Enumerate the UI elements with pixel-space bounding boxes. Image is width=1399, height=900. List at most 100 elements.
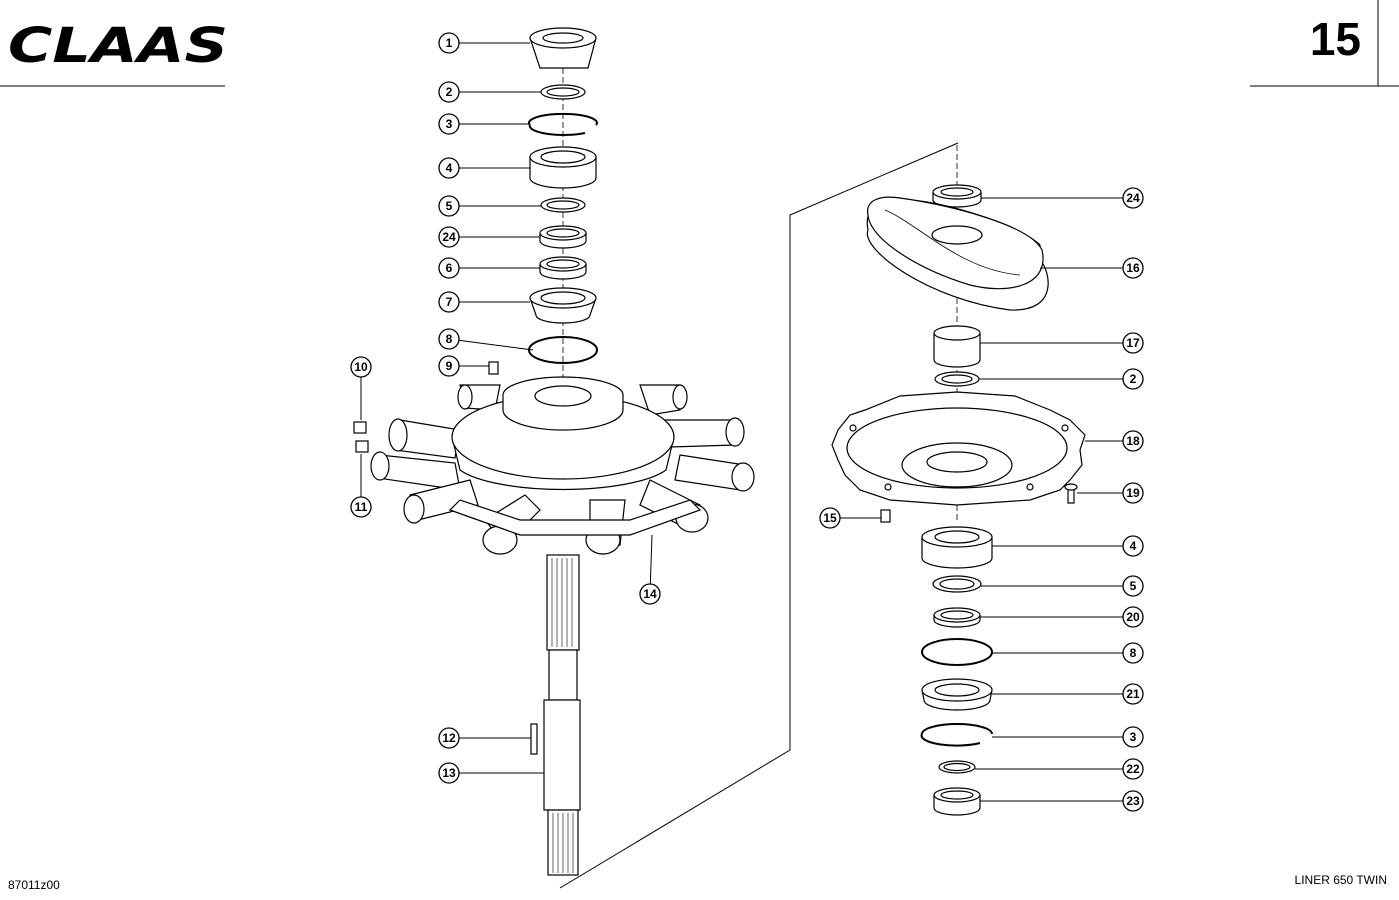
callout-circle xyxy=(819,507,841,529)
right-callout-16: 16 xyxy=(1040,257,1144,279)
right-callout-19: 19 xyxy=(1077,482,1144,504)
part-1-cap xyxy=(529,27,597,69)
callout-circle xyxy=(1122,535,1144,557)
right-callout-22: 22 xyxy=(975,758,1144,780)
right-callout-4: 4 xyxy=(992,535,1144,557)
part-3-circlip-right xyxy=(921,723,993,735)
callout-label: 3 xyxy=(1130,730,1137,744)
callout-label: 24 xyxy=(442,230,456,244)
left-callout-9: 9 xyxy=(438,355,489,377)
part-4-bearing xyxy=(529,146,597,189)
callout-circle xyxy=(1122,187,1144,209)
part-19-bolt xyxy=(1064,483,1078,504)
left-callout-13: 13 xyxy=(438,762,544,784)
callout-circle xyxy=(438,195,460,217)
right-callout-21: 21 xyxy=(992,683,1144,705)
right-callout-20: 20 xyxy=(980,606,1144,628)
right-callout-5: 5 xyxy=(981,575,1144,597)
callout-circle xyxy=(1122,642,1144,664)
part-16-cam xyxy=(866,196,1049,311)
part-24-ring-top xyxy=(932,184,982,208)
callout-label: 11 xyxy=(355,500,368,514)
left-callout-10: 10 xyxy=(350,356,372,420)
part-24-ring xyxy=(539,225,587,249)
callout-label: 4 xyxy=(1130,539,1137,553)
part-21-seal xyxy=(921,678,993,711)
callout-label: 4 xyxy=(446,161,453,175)
left-callout-14: 14 xyxy=(639,534,661,605)
callout-label: 7 xyxy=(446,295,453,309)
callout-label: 2 xyxy=(446,85,453,99)
callout-label: 12 xyxy=(442,731,456,745)
callout-label: 20 xyxy=(1126,610,1140,624)
callout-label: 8 xyxy=(446,332,453,346)
callout-label: 13 xyxy=(442,766,456,780)
callout-circle xyxy=(1122,683,1144,705)
callout-circle xyxy=(1122,758,1144,780)
callout-label: 3 xyxy=(446,117,453,131)
callout-circle xyxy=(350,356,372,378)
left-callout-8: 8 xyxy=(438,328,534,351)
left-callout-1: 1 xyxy=(438,32,530,54)
callout-circle xyxy=(438,727,460,749)
callout-label: 8 xyxy=(1130,646,1137,660)
callout-circle xyxy=(1122,368,1144,390)
claas-logo: CLAAS xyxy=(0,18,228,87)
callout-circle xyxy=(438,257,460,279)
callout-circle xyxy=(438,81,460,103)
callout-label: 17 xyxy=(1126,336,1140,350)
callout-label: 6 xyxy=(446,261,453,275)
right-callout-24: 24 xyxy=(981,187,1144,209)
part-8-oring xyxy=(528,336,598,364)
part-15-grub-screw xyxy=(880,509,891,523)
callout-label: 16 xyxy=(1126,261,1140,275)
left-callout-11: 11 xyxy=(350,454,372,518)
left-callout-12: 12 xyxy=(438,727,531,749)
part-13-shaft xyxy=(543,554,581,876)
callout-circle xyxy=(438,32,460,54)
left-callout-6: 6 xyxy=(438,257,540,279)
leader-line xyxy=(448,338,534,351)
callout-circle xyxy=(1122,790,1144,812)
part-23-cap xyxy=(933,787,981,816)
left-callout-7: 7 xyxy=(438,291,530,313)
callout-circle xyxy=(438,762,460,784)
left-callout-24: 24 xyxy=(438,226,540,248)
right-callout-17: 17 xyxy=(980,332,1144,354)
right-callout-23: 23 xyxy=(980,790,1144,812)
part-4-bearing-right xyxy=(921,526,993,569)
callout-label: 23 xyxy=(1126,794,1140,808)
left-assembly xyxy=(353,27,755,876)
callout-label: 24 xyxy=(1126,191,1140,205)
part-9-grub-screw xyxy=(488,361,499,375)
part-20-ring xyxy=(933,607,981,628)
model-name: LINER 650 TWIN xyxy=(1294,873,1387,887)
callout-circle xyxy=(438,328,460,350)
page-number: 15 xyxy=(1309,13,1361,65)
callout-label: 22 xyxy=(1126,762,1140,776)
left-callout-4: 4 xyxy=(438,157,530,179)
right-callout-8: 8 xyxy=(992,642,1144,664)
right-callout-3: 3 xyxy=(992,726,1144,748)
part-17-bushing xyxy=(933,325,981,368)
left-callout-3: 3 xyxy=(438,113,529,135)
callout-circle xyxy=(1122,726,1144,748)
part-8-oring-right xyxy=(921,638,993,666)
left-callout-5: 5 xyxy=(438,195,541,217)
right-assembly xyxy=(831,145,1086,816)
right-callout-2: 2 xyxy=(979,368,1144,390)
callout-circle xyxy=(1122,575,1144,597)
callout-label: 5 xyxy=(446,199,453,213)
callout-circle xyxy=(1122,332,1144,354)
right-callout-15: 15 xyxy=(819,507,881,529)
callout-circle xyxy=(1122,606,1144,628)
logo-text: CLAAS xyxy=(8,18,228,74)
callout-group: 1234524678910111412132416172181915452082… xyxy=(350,32,1144,812)
drawing-number: 87011z00 xyxy=(8,878,60,892)
callout-label: 15 xyxy=(823,511,837,525)
callout-circle xyxy=(1122,257,1144,279)
left-callout-2: 2 xyxy=(438,81,541,103)
callout-label: 5 xyxy=(1130,579,1137,593)
assembly-divider xyxy=(559,142,959,889)
